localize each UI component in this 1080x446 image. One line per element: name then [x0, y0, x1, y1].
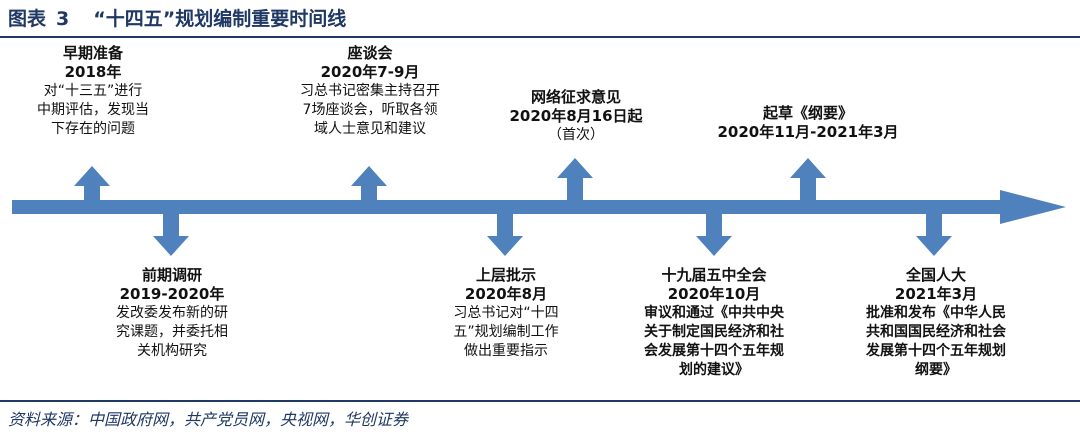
figure-header: 图表 3 “十四五”规划编制重要时间线	[8, 4, 356, 31]
figure-label: 图表	[8, 8, 47, 30]
event-description: 批准和发布《中华人民 共和国国民经济和社会 发展第十四个五年规划 纲要》	[866, 305, 1006, 378]
event-connector-down-2	[153, 214, 189, 256]
event-title: 起草《纲要》	[762, 104, 853, 122]
event-title: 全国人大	[905, 266, 966, 284]
event-preliminary-research: 前期调研 2019-2020年 发改委发布新的研 究课题，并委托相 关机构研究	[84, 266, 260, 361]
event-title: 网络征求意见	[530, 88, 621, 106]
event-connector-down-6	[696, 214, 732, 256]
event-date: 2020年10月	[667, 285, 761, 303]
event-connector-up-7	[790, 158, 826, 200]
event-connector-down-4	[487, 214, 523, 256]
event-date: 2021年3月	[894, 285, 978, 303]
event-online-consultation: 网络征求意见 2020年8月16日起 （首次）	[488, 88, 664, 145]
event-description: 发改委发布新的研 究课题，并委托相 关机构研究	[116, 305, 228, 359]
event-date: 2018年	[64, 63, 122, 81]
event-date: 2020年11月-2021年3月	[717, 123, 899, 141]
event-connector-up-3	[351, 166, 387, 200]
event-title: 座谈会	[347, 44, 393, 62]
timeline-main-arrow	[12, 190, 1066, 224]
event-description: 习总书记密集主持召开 7场座谈会，听取各领 域人士意见和建议	[300, 83, 440, 137]
footer-rule	[0, 400, 1080, 402]
event-connector-up-5	[557, 158, 593, 200]
header-rule	[0, 36, 1080, 38]
source-note: 资料来源：中国政府网，共产党员网，央视网，华创证券	[8, 410, 409, 429]
event-description: （首次）	[548, 127, 604, 143]
event-description: 审议和通过《中共中央 关于制定国民经济和社 会发展第十四个五年规 划的建议》	[644, 305, 784, 378]
event-drafting-outline: 起草《纲要》 2020年11月-2021年3月	[700, 104, 916, 142]
event-top-level-instruction: 上层批示 2020年8月 习总书记对“十四 五”规划编制工作 做出重要指示	[420, 266, 592, 361]
event-connector-down-8	[916, 214, 952, 256]
event-description: 习总书记对“十四 五”规划编制工作 做出重要指示	[453, 305, 559, 359]
event-title: 早期准备	[62, 44, 123, 62]
event-title: 上层批示	[475, 266, 536, 284]
figure-number: 3	[56, 8, 70, 30]
event-connector-up-1	[74, 166, 110, 200]
figure-title: “十四五”规划编制重要时间线	[93, 8, 347, 30]
event-symposium: 座谈会 2020年7-9月 习总书记密集主持召开 7场座谈会，听取各领 域人士意…	[268, 44, 472, 139]
event-date: 2020年8月16日起	[509, 107, 643, 125]
event-date: 2020年7-9月	[320, 63, 420, 81]
event-date: 2019-2020年	[119, 285, 225, 303]
event-title: 前期调研	[141, 266, 202, 284]
event-title: 十九届五中全会	[661, 266, 767, 284]
event-early-preparation: 早期准备 2018年 对“十三五”进行 中期评估，发现当 下存在的问题	[10, 44, 176, 139]
event-fifth-plenary-session: 十九届五中全会 2020年10月 审议和通过《中共中央 关于制定国民经济和社 会…	[616, 266, 812, 380]
event-date: 2020年8月	[464, 285, 548, 303]
event-npc-approval: 全国人大 2021年3月 批准和发布《中华人民 共和国国民经济和社会 发展第十四…	[838, 266, 1034, 380]
event-description: 对“十三五”进行 中期评估，发现当 下存在的问题	[37, 83, 149, 137]
